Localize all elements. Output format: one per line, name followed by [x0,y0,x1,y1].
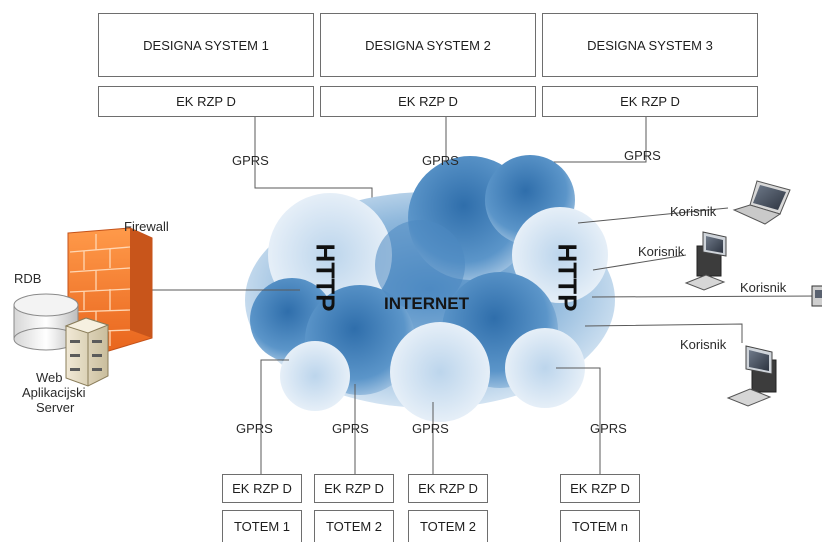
http-label-right: HTTP [552,243,583,312]
system-2-box: DESIGNA SYSTEM 2 [320,13,536,77]
handheld-device-icon [811,285,822,307]
user-label-1: Korisnik [670,204,717,219]
bottom-connectors [260,359,601,474]
wire-totem-1 [260,359,289,474]
totem-2-device-box: EK RZP D [314,474,394,503]
gprs-label-system-1: GPRS [232,153,269,168]
desktop-computer-icon [684,231,727,291]
user-connectors [577,207,822,343]
totem-1-device-box: EK RZP D [222,474,302,503]
user-label-2: Korisnik [638,244,685,259]
totem-1-box: TOTEM 1 [222,510,302,542]
user-label-3: Korisnik [740,280,787,295]
system-2-device-box: EK RZP D [320,86,536,117]
totem-3-box: TOTEM 2 [408,510,488,542]
server-label-line-1: Web [36,370,63,385]
wire-user-1 [577,207,729,224]
gprs-label-totem-3: GPRS [412,421,449,436]
wire-user-4 [584,323,743,343]
desktop-computer-icon-2 [726,345,777,407]
system-3-box: DESIGNA SYSTEM 3 [542,13,758,77]
system-3-device-box: EK RZP D [542,86,758,117]
gprs-label-system-3: GPRS [624,148,661,163]
gprs-label-system-2: GPRS [422,153,459,168]
gprs-label-totem-2: GPRS [332,421,369,436]
system-1-box: DESIGNA SYSTEM 1 [98,13,314,77]
internet-cloud [245,155,615,422]
server-label-line-3: Server [36,400,75,415]
server-label-line-2: Aplikacijski [22,385,86,400]
wire-totem-n [556,367,601,474]
server-icon [64,317,110,387]
totem-n-device-box: EK RZP D [560,474,640,503]
internet-label: INTERNET [384,294,469,313]
wire-user-2 [592,254,687,271]
user-label-4: Korisnik [680,337,727,352]
system-1-device-box: EK RZP D [98,86,314,117]
totem-n-box: TOTEM n [560,510,640,542]
wire-user-3 [591,295,822,298]
totem-2-box: TOTEM 2 [314,510,394,542]
totem-3-device-box: EK RZP D [408,474,488,503]
gprs-label-totem-n: GPRS [590,421,627,436]
gprs-label-totem-1: GPRS [236,421,273,436]
http-label-left: HTTP [310,243,341,312]
rdb-label: RDB [14,271,42,286]
laptop-icon [732,180,791,225]
firewall-label: Firewall [124,219,169,234]
